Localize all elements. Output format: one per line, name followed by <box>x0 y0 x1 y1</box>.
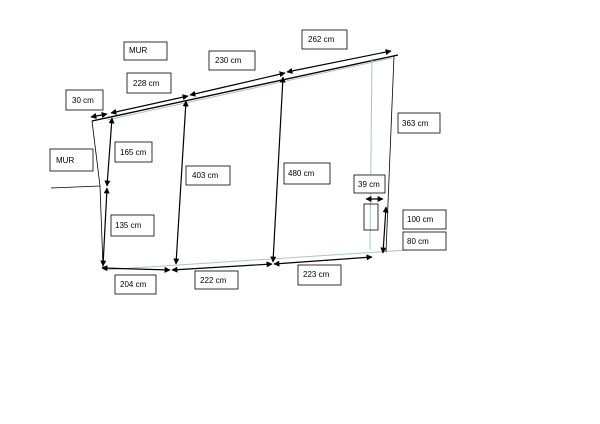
right-wall-outer <box>385 55 395 253</box>
dim-line-480 <box>270 76 286 263</box>
label-204cm: 204 cm <box>114 274 157 295</box>
svg-text:39 cm: 39 cm <box>358 180 380 189</box>
svg-text:363 cm: 363 cm <box>402 119 429 128</box>
mur-left-text: MUR <box>56 156 74 165</box>
svg-text:165 cm: 165 cm <box>120 148 147 157</box>
svg-text:228 cm: 228 cm <box>133 79 160 88</box>
label-228cm: 228 cm <box>126 72 172 94</box>
label-363cm: 363 cm <box>397 112 441 134</box>
dim-line-223 <box>273 254 373 267</box>
mur-top-text: MUR <box>129 46 147 55</box>
svg-text:204 cm: 204 cm <box>120 280 147 289</box>
label-403cm: 403 cm <box>185 165 231 186</box>
label-100cm: 100 cm <box>402 209 447 230</box>
svg-text:222 cm: 222 cm <box>200 276 227 285</box>
label-480cm: 480 cm <box>283 162 331 185</box>
svg-text:403 cm: 403 cm <box>192 171 219 180</box>
label-165cm: 165 cm <box>114 141 153 163</box>
svg-text:30 cm: 30 cm <box>72 96 94 105</box>
svg-text:262 cm: 262 cm <box>308 35 335 44</box>
svg-text:135 cm: 135 cm <box>115 221 142 230</box>
dim-line-100 <box>380 206 389 254</box>
left-wall-outer <box>50 185 101 189</box>
svg-text:230 cm: 230 cm <box>215 56 242 65</box>
dim-line-403 <box>173 100 189 265</box>
dim-line-135 <box>100 187 110 267</box>
svg-text:480 cm: 480 cm <box>288 169 315 178</box>
label-80cm: 80 cm <box>402 231 447 251</box>
label-262cm: 262 cm <box>301 29 348 50</box>
label-222cm: 222 cm <box>194 270 239 290</box>
svg-text:223 cm: 223 cm <box>303 270 330 279</box>
label-mur-top: MUR <box>123 41 168 61</box>
bottom-wall <box>102 249 409 271</box>
dim-line-165 <box>104 117 115 187</box>
dim-line-230 <box>189 71 286 97</box>
dim-line-204 <box>101 265 171 273</box>
svg-text:80 cm: 80 cm <box>407 237 429 246</box>
dim-line-30 <box>90 112 108 119</box>
dim-line-222 <box>171 261 273 273</box>
left-wall-upper <box>91 120 101 187</box>
label-223cm: 223 cm <box>297 264 342 286</box>
left-wall-lower <box>99 185 104 268</box>
label-135cm: 135 cm <box>110 214 155 237</box>
right-wall-inner <box>369 57 373 251</box>
opening-rect <box>363 203 379 231</box>
label-mur-left: MUR <box>49 148 94 172</box>
svg-text:100 cm: 100 cm <box>407 215 434 224</box>
dim-line-228 <box>110 94 189 115</box>
dimension-lines <box>90 49 392 273</box>
dim-line-262 <box>286 49 392 74</box>
label-230cm: 230 cm <box>208 50 256 71</box>
label-30cm: 30 cm <box>65 89 104 111</box>
label-39cm: 39 cm <box>353 174 386 194</box>
